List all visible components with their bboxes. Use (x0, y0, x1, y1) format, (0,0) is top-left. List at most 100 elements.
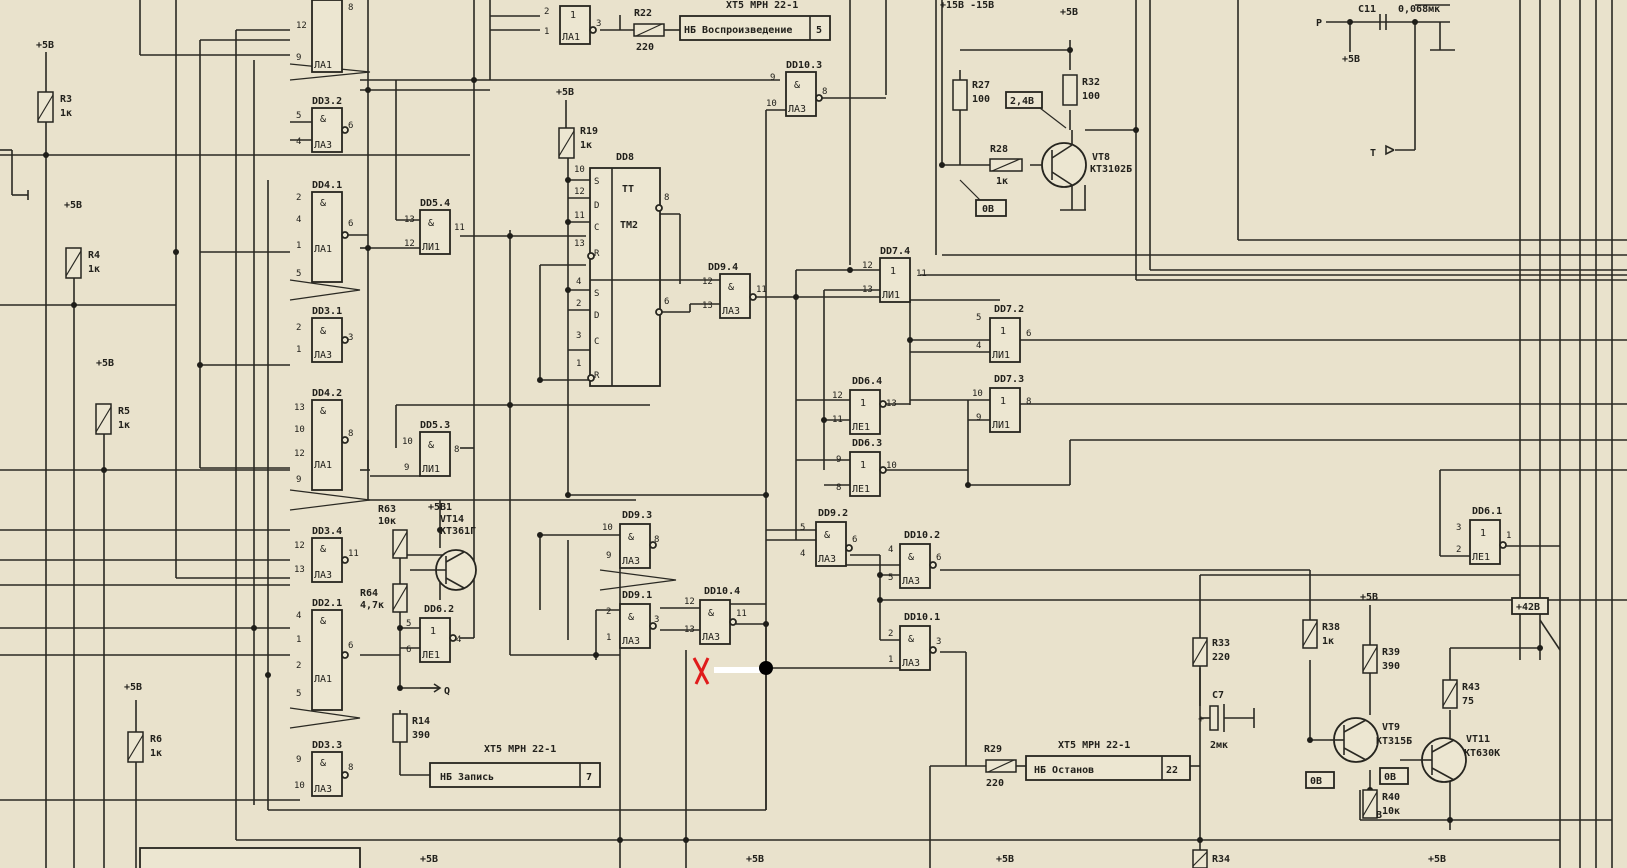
svg-text:6: 6 (348, 641, 353, 651)
svg-text:ЛА1: ЛА1 (314, 60, 332, 71)
svg-text:75: 75 (1462, 696, 1474, 707)
svg-text:ЛА3: ЛА3 (622, 636, 640, 647)
svg-text:9: 9 (296, 755, 301, 765)
bottom-left-block (139, 847, 361, 868)
resistor-r38: R38 1к (1302, 619, 1340, 649)
svg-text:DD3.2: DD3.2 (312, 96, 342, 107)
svg-text:R40: R40 (1382, 792, 1400, 803)
svg-text:10: 10 (402, 437, 413, 447)
svg-text:R22: R22 (634, 8, 652, 19)
v42-box (1511, 597, 1549, 615)
svg-text:11: 11 (916, 269, 927, 279)
svg-text:1: 1 (576, 359, 581, 369)
gate-dd7-4: DD7.4 1 ЛИ1 12 13 11 (862, 246, 927, 303)
svg-text:10: 10 (294, 781, 305, 791)
svg-text:220: 220 (1212, 652, 1230, 663)
connector-xt5-play: ХТ5 МРН 22-1 НБ Воспроизведение 5 (679, 0, 831, 41)
resistor-r39: R39 390 (1362, 605, 1400, 674)
svg-text:&: & (320, 114, 326, 125)
svg-text:8: 8 (836, 483, 841, 493)
svg-text:R14: R14 (412, 716, 430, 727)
gate-dd5-4: DD5.4 & ЛИ1 13 12 11 (404, 198, 465, 255)
signal-q: Q (444, 686, 450, 697)
svg-text:ЛА3: ЛА3 (788, 104, 806, 115)
resistor-r14: R14 390 (392, 713, 430, 743)
vcc-label-r3: +5В (36, 40, 54, 51)
svg-text:1: 1 (606, 633, 611, 643)
svg-text:10: 10 (602, 523, 613, 533)
svg-text:КТ315Б: КТ315Б (1376, 736, 1412, 747)
svg-text:VT9: VT9 (1382, 722, 1400, 733)
svg-text:&: & (428, 218, 434, 229)
svg-text:1: 1 (890, 266, 896, 277)
svg-text:3: 3 (654, 615, 659, 625)
svg-text:10к: 10к (1382, 806, 1400, 817)
test-point-0v-vt11: 0В (1379, 767, 1409, 785)
svg-text:ЛА3: ЛА3 (314, 140, 332, 151)
svg-text:3: 3 (1456, 523, 1461, 533)
svg-text:220: 220 (986, 778, 1004, 789)
svg-text:&: & (320, 326, 326, 337)
svg-text:D: D (594, 201, 599, 211)
svg-text:&: & (320, 544, 326, 555)
svg-text:R39: R39 (1382, 647, 1400, 658)
svg-text:ЛА3: ЛА3 (702, 632, 720, 643)
resistor-r32: R32 100 (1062, 74, 1100, 106)
svg-text:DD7.4: DD7.4 (880, 246, 910, 257)
svg-text:9: 9 (404, 463, 409, 473)
svg-text:R38: R38 (1322, 622, 1340, 633)
svg-text:8: 8 (664, 193, 669, 203)
svg-text:4: 4 (296, 137, 301, 147)
svg-text:&: & (428, 440, 434, 451)
svg-text:&: & (908, 634, 914, 645)
svg-text:ЛИ1: ЛИ1 (992, 350, 1010, 361)
svg-text:ЛИ1: ЛИ1 (882, 290, 900, 301)
svg-text:DD9.1: DD9.1 (622, 590, 652, 601)
latch-crossing-dd9 (599, 569, 677, 591)
gate-top-left-fragment: ЛА1 12 9 8 (296, 0, 353, 73)
gate-dd6-1: DD6.1 1 ЛЕ1 3 2 1 (1456, 506, 1511, 565)
svg-text:R27: R27 (972, 80, 990, 91)
svg-text:S: S (594, 289, 599, 299)
svg-text:4,7к: 4,7к (360, 600, 384, 611)
svg-text:ЛА1: ЛА1 (314, 244, 332, 255)
gate-dd3-2: DD3.2 & ЛА3 5 4 6 (290, 96, 353, 153)
svg-text:С11: С11 (1358, 4, 1376, 15)
svg-text:5: 5 (800, 523, 805, 533)
svg-text:4: 4 (296, 215, 301, 225)
svg-text:5: 5 (296, 269, 301, 279)
svg-text:12: 12 (404, 239, 415, 249)
gate-dd4-2: DD4.2 & ЛА1 13 10 12 9 8 (294, 388, 353, 491)
svg-text:1к: 1к (150, 748, 162, 759)
svg-text:9: 9 (976, 413, 981, 423)
svg-text:ЛА3: ЛА3 (902, 576, 920, 587)
svg-text:7: 7 (586, 772, 592, 783)
svg-text:DD7.3: DD7.3 (994, 374, 1024, 385)
gate-dd7-2: DD7.2 1 ЛИ1 5 4 6 (976, 304, 1031, 363)
gate-top-la1: 1 ЛА1 2 1 3 (544, 5, 601, 45)
svg-text:5: 5 (888, 573, 893, 583)
svg-text:DD3.1: DD3.1 (312, 306, 342, 317)
svg-text:390: 390 (1382, 661, 1400, 672)
svg-text:13: 13 (574, 239, 585, 249)
svg-text:11: 11 (756, 285, 767, 295)
svg-text:5: 5 (976, 313, 981, 323)
resistor-r29: R29 220 (984, 744, 1017, 789)
svg-text:1: 1 (296, 241, 301, 251)
svg-text:ЛИ1: ЛИ1 (992, 420, 1010, 431)
junction-dots (43, 19, 1543, 843)
svg-text:2,4В: 2,4В (1010, 96, 1034, 107)
svg-text:ЛА3: ЛА3 (622, 556, 640, 567)
svg-text:1: 1 (1506, 531, 1511, 541)
svg-text:1: 1 (296, 345, 301, 355)
svg-text:&: & (320, 406, 326, 417)
svg-text:10: 10 (766, 99, 777, 109)
gate-dd2-1: DD2.1 & ЛА1 4 1 2 5 6 (296, 598, 353, 711)
svg-text:ЛЕ1: ЛЕ1 (852, 484, 870, 495)
svg-text:R64: R64 (360, 588, 378, 599)
svg-text:ЛЕ1: ЛЕ1 (422, 650, 440, 661)
capacitor-c7: + C7 2мк (1198, 668, 1255, 751)
svg-text:1: 1 (860, 460, 866, 471)
svg-text:R33: R33 (1212, 638, 1230, 649)
connector-xt5-rec: ХТ5 МРН 22-1 НБ Запись 7 (429, 744, 601, 788)
